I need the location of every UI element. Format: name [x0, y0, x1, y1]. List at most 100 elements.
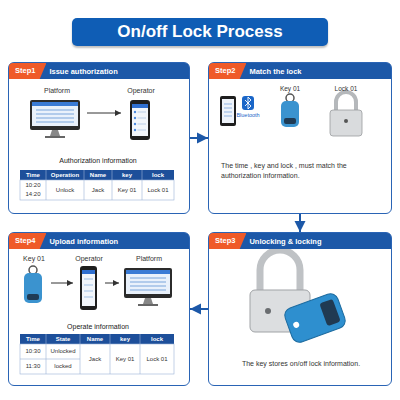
table-cell: Lock 01: [142, 187, 174, 194]
key-hole: [292, 321, 300, 329]
key-contact: [284, 118, 296, 124]
screen-rows: [84, 279, 93, 297]
device-label: Operator: [121, 87, 161, 95]
device-node: Operator: [121, 87, 161, 147]
screen-header: [32, 102, 78, 106]
step-description: The time , key and lock , must match the…: [221, 161, 381, 181]
step-title: Issue authorization: [49, 67, 117, 76]
phone-screen: [132, 104, 148, 136]
list-dot: [134, 117, 136, 119]
flow-arrow: [105, 283, 119, 284]
key-fob: [283, 292, 348, 345]
phone-body: [130, 100, 150, 140]
device-node: Operator: [73, 255, 105, 317]
lock-body: [330, 110, 362, 136]
list-dots: [134, 111, 136, 131]
flow-arrow: [51, 283, 73, 284]
monitor-frame: [30, 100, 80, 130]
table-cell: 14:20: [20, 191, 46, 198]
lock-keyhole: [344, 119, 348, 123]
lock-shackle: [336, 92, 356, 112]
bluetooth-badge: [242, 96, 254, 110]
device-label: Key 01: [17, 255, 51, 263]
device-node: Platform: [27, 87, 87, 139]
panel-header: Step3Unlocking & locking: [209, 233, 391, 249]
table-cell: 11:30: [20, 363, 46, 370]
key-fob: [24, 273, 42, 303]
step-panel: Step2Match the lockThe time , key and lo…: [208, 62, 392, 214]
step-tab: Step3: [209, 233, 246, 249]
title-banner: On/off Lock Process: [72, 18, 328, 46]
device-label: Operator: [73, 255, 105, 263]
lock-keyhole: [265, 308, 271, 314]
table-cell: Key 01: [112, 187, 142, 194]
table-cell: Unlocked: [46, 348, 80, 355]
step-panel: Step3Unlocking & lockingThe key stores o…: [208, 232, 392, 386]
table-header-cell: Name: [80, 336, 110, 343]
list-dot: [134, 111, 136, 113]
step-title: Unlocking & locking: [249, 237, 321, 246]
device-label: Platform: [119, 255, 179, 263]
panel-header: Step4Upload information: [9, 233, 189, 249]
step-tab: Step1: [9, 63, 46, 79]
monitor-base: [138, 304, 158, 306]
table-caption: Operate information: [18, 323, 178, 331]
table-grid: [20, 334, 140, 374]
step-arrow: [299, 214, 301, 232]
step-title: Match the lock: [249, 67, 301, 76]
monitor-stand: [143, 298, 153, 304]
device-node: Platform: [119, 255, 179, 311]
screen-rows: [130, 278, 166, 290]
table-header-row: [20, 334, 174, 344]
table-caption: Authorization information: [18, 157, 178, 165]
key-ring: [286, 94, 294, 102]
table-grid: [46, 170, 142, 200]
table-header-cell: Time: [20, 172, 46, 179]
screen-rows: [36, 110, 74, 122]
table-header-cell: lock: [142, 172, 174, 179]
table-header-cell: key: [112, 172, 142, 179]
monitor-screen: [32, 102, 78, 126]
key-ring: [29, 266, 37, 274]
device-label: Platform: [27, 87, 87, 95]
key-fob-group: [283, 292, 348, 345]
screen-rows: [138, 112, 147, 130]
panel-header: Step1Issue authorization: [9, 63, 189, 79]
table-header-cell: key: [110, 336, 140, 343]
table-cell: Key 01: [110, 356, 140, 363]
table-cell: Unlock: [46, 187, 84, 194]
step-description: The key stores on/off lock information.: [221, 359, 381, 369]
table-header-cell: Operation: [46, 172, 84, 179]
monitor-base: [45, 136, 65, 138]
phone-body: [220, 96, 236, 126]
device-label: Bluetooth: [228, 112, 268, 118]
list-dot: [134, 129, 136, 131]
step-arrow: [190, 137, 208, 139]
screen-header: [132, 104, 148, 108]
device-label: Key 01: [272, 85, 308, 92]
step-tab: Step4: [9, 233, 46, 249]
key-fob: [281, 101, 299, 127]
device-label: Lock 01: [326, 85, 366, 92]
list-dot: [134, 123, 136, 125]
lock-shackle: [260, 250, 300, 294]
step-panel: Step4Upload informationKey 01 Operator Pla…: [8, 232, 190, 386]
table-header-cell: lock: [140, 336, 174, 343]
screen-rows: [224, 104, 232, 116]
key-contact: [27, 294, 39, 300]
table-cell: Jack: [80, 356, 110, 363]
flow-arrow: [87, 113, 121, 114]
table-cell: 10:30: [20, 348, 46, 355]
phone-screen: [222, 99, 234, 123]
table-header-row: [20, 170, 174, 180]
step-tab: Step2: [209, 63, 246, 79]
monitor-stand: [50, 130, 60, 136]
monitor-screen: [126, 270, 170, 294]
table-cell: 10:20: [20, 182, 46, 189]
table-cell: Lock 01: [140, 356, 174, 363]
table-body: [20, 180, 174, 200]
panel-header: Step2Match the lock: [209, 63, 391, 79]
table-cell: Jack: [84, 187, 112, 194]
table-header-cell: State: [46, 336, 80, 343]
